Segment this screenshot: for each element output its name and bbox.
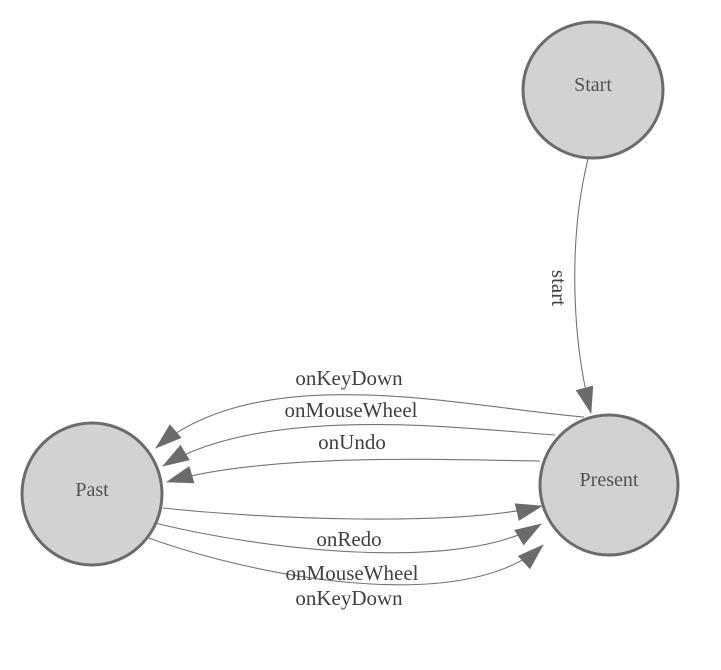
edge-present-to-past-keydown[interactable] xyxy=(155,394,585,449)
edge-past-to-present-redo[interactable] xyxy=(162,503,543,521)
edge-label-onkeydown-bottom: onKeyDown xyxy=(295,586,403,610)
state-node-past[interactable]: Past xyxy=(20,421,164,567)
state-label-start: Start xyxy=(574,74,612,96)
state-node-start[interactable]: Start xyxy=(521,20,665,160)
state-circle-past[interactable] xyxy=(20,421,164,567)
edge-label-onkeydown-top: onKeyDown xyxy=(295,366,403,390)
edge-label-onundo: onUndo xyxy=(318,430,386,454)
edge-label-onmousewheel-bottom: onMouseWheel xyxy=(286,561,419,585)
state-node-present[interactable]: Present xyxy=(538,413,680,557)
edge-label-onredo: onRedo xyxy=(316,527,381,551)
edge-label-onmousewheel-top: onMouseWheel xyxy=(285,398,418,422)
edge-past-to-present-mousewheel[interactable] xyxy=(154,522,542,554)
state-circle-present[interactable] xyxy=(538,413,680,557)
state-circle-start[interactable] xyxy=(521,20,665,160)
edge-start-to-present[interactable] xyxy=(574,158,594,414)
edges-layer xyxy=(145,158,594,586)
edge-label-start: start xyxy=(547,270,571,306)
state-label-past: Past xyxy=(75,479,109,501)
state-label-present: Present xyxy=(580,469,639,491)
edge-present-to-past-mousewheel[interactable] xyxy=(162,424,556,467)
edge-present-to-past-undo[interactable] xyxy=(166,458,541,484)
edge-past-to-present-keydown[interactable] xyxy=(145,536,544,586)
edge-labels-layer: start onKeyDown onMouseWheel onUndo onRe… xyxy=(285,270,571,610)
